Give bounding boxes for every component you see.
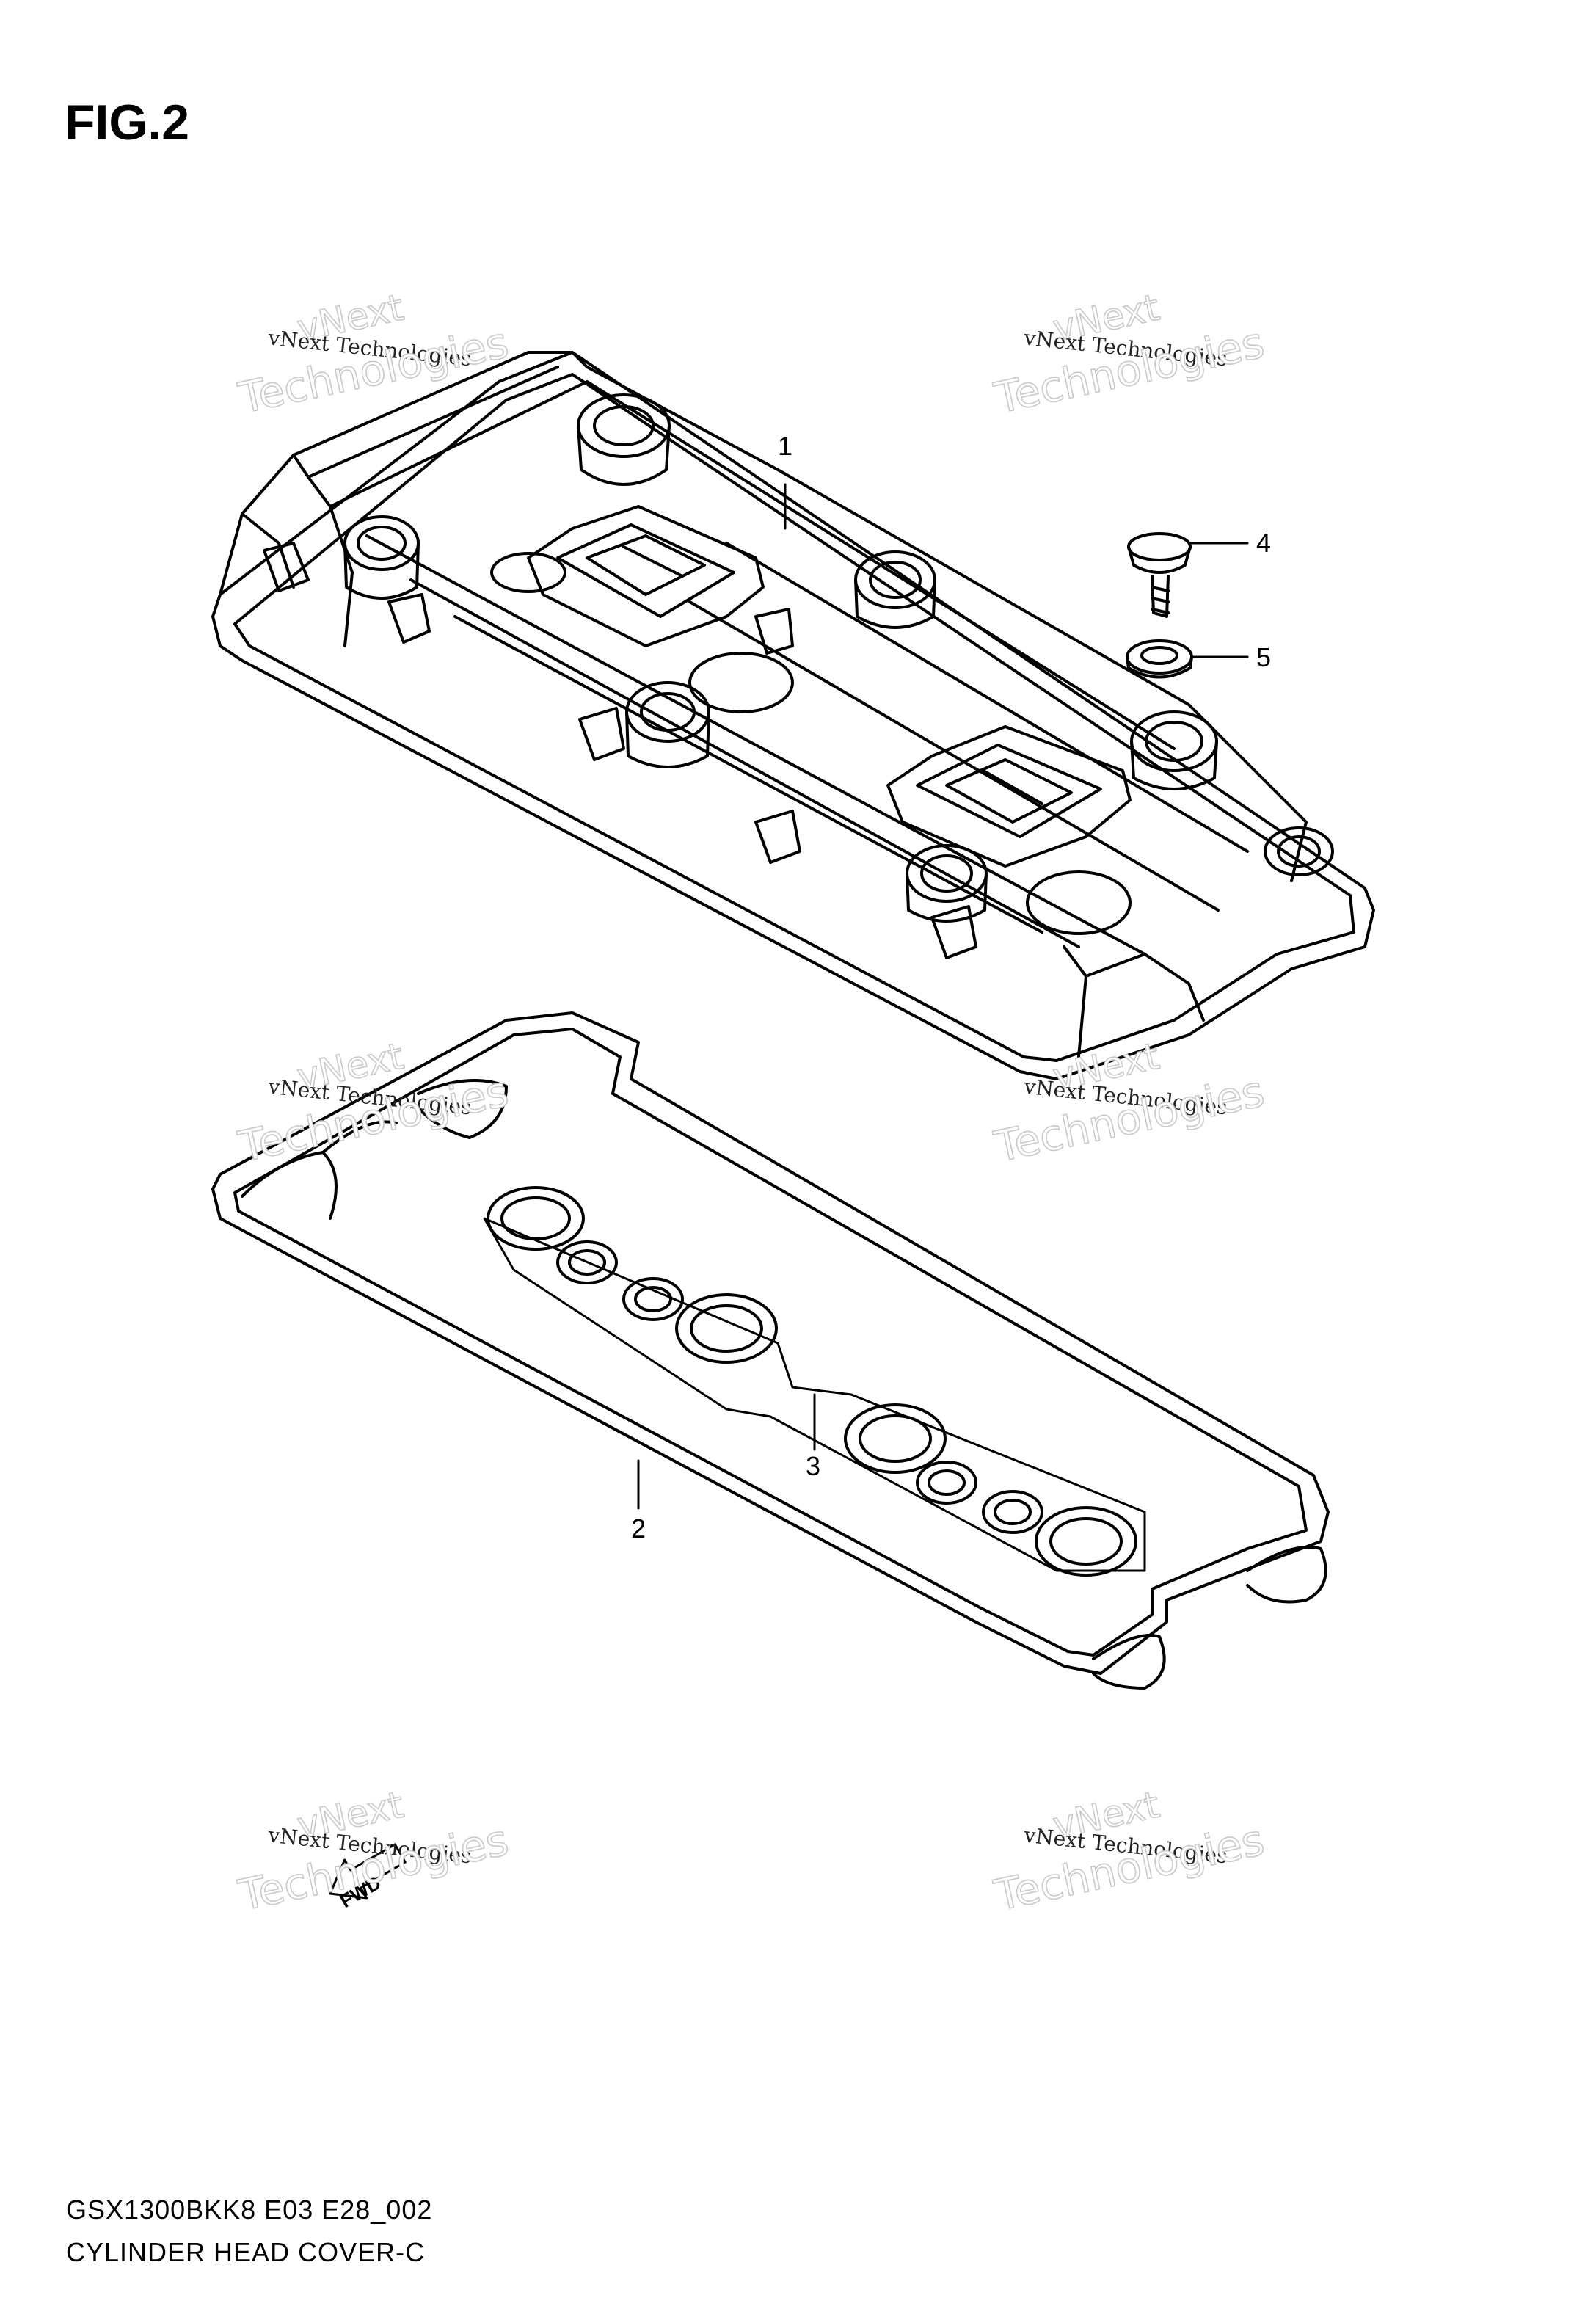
callout-3: 3 [806,1451,820,1481]
callout-1: 1 [778,431,792,461]
diagram-code: GSX1300BKK8 E03 E28_002 [66,2195,433,2225]
plug-boss-3 [854,550,936,629]
diagram-name: CYLINDER HEAD COVER-C [66,2237,426,2267]
reed-valve-cover-1 [527,505,765,647]
plug-boss-7 [1264,826,1334,876]
bolt-washer [1126,639,1193,679]
plug-boss-4 [625,681,710,768]
plug-boss-1 [577,393,671,486]
plug-boss-6 [906,844,988,923]
leader-lines [637,483,1249,1510]
cylinder-head-cover [211,351,1375,1080]
callout-4: 4 [1256,528,1271,558]
callout-5: 5 [1256,642,1271,672]
plug-boss-2 [343,515,420,600]
plug-boss-5 [1130,710,1218,790]
reed-valve-cover-2 [886,725,1132,868]
cover-gasket [211,1011,1330,1690]
callout-labels: 1 2 3 4 5 FWD [336,431,1271,1912]
cover-bolt [1127,532,1192,618]
figure-title: FIG.2 [65,95,190,150]
callout-2: 2 [631,1513,646,1544]
front-direction-marker [329,1843,407,1900]
plug-hole-gasket [483,1186,1146,1577]
